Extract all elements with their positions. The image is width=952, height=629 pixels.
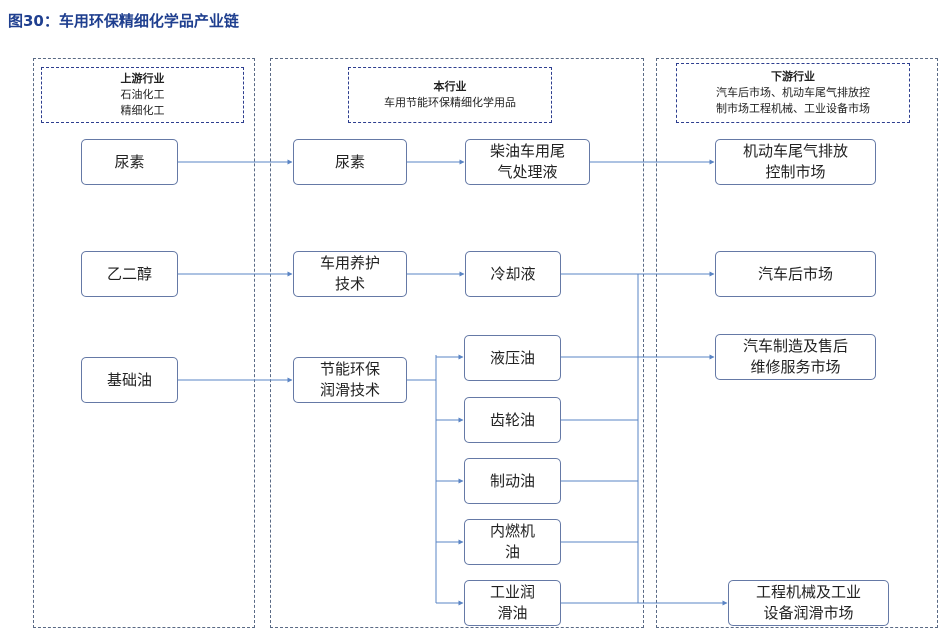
node-urea: 尿素 bbox=[293, 139, 407, 185]
upstream-column bbox=[33, 58, 255, 628]
upstream-heading: 上游行业 bbox=[120, 72, 165, 85]
industry-header: 本行业 车用节能环保精细化学用品 bbox=[348, 67, 552, 123]
node-base-oil: 基础油 bbox=[81, 357, 178, 403]
node-engine-oil: 内燃机 油 bbox=[464, 519, 561, 565]
downstream-heading: 下游行业 bbox=[771, 70, 815, 83]
node-glycol: 乙二醇 bbox=[81, 251, 178, 297]
industry-line: 车用节能环保精细化学用品 bbox=[384, 96, 516, 109]
node-urea-raw: 尿素 bbox=[81, 139, 178, 185]
node-lubrication-tech: 节能环保 润滑技术 bbox=[293, 357, 407, 403]
downstream-line: 汽车后市场、机动车尾气排放控 bbox=[716, 86, 870, 99]
node-emission-control-market: 机动车尾气排放 控制市场 bbox=[715, 139, 876, 185]
node-auto-aftermarket: 汽车后市场 bbox=[715, 251, 876, 297]
node-industrial-lubricant: 工业润 滑油 bbox=[464, 580, 561, 626]
downstream-line: 制市场工程机械、工业设备市场 bbox=[716, 102, 870, 115]
node-gear-oil: 齿轮油 bbox=[464, 397, 561, 443]
upstream-line: 精细化工 bbox=[120, 104, 165, 117]
node-machinery-lubrication-market: 工程机械及工业 设备润滑市场 bbox=[728, 580, 889, 626]
node-auto-oem-service-market: 汽车制造及售后 维修服务市场 bbox=[715, 334, 876, 380]
node-coolant: 冷却液 bbox=[465, 251, 561, 297]
upstream-header: 上游行业 石油化工 精细化工 bbox=[41, 67, 244, 123]
node-maintenance-tech: 车用养护 技术 bbox=[293, 251, 407, 297]
industry-column bbox=[270, 58, 644, 628]
node-hydraulic-oil: 液压油 bbox=[464, 335, 561, 381]
upstream-line: 石油化工 bbox=[120, 88, 165, 101]
downstream-column bbox=[656, 58, 938, 628]
node-diesel-exhaust-fluid: 柴油车用尾 气处理液 bbox=[465, 139, 590, 185]
figure-title: 图30：车用环保精细化学品产业链 bbox=[8, 12, 239, 30]
downstream-header: 下游行业 汽车后市场、机动车尾气排放控 制市场工程机械、工业设备市场 bbox=[676, 63, 910, 123]
node-brake-fluid: 制动油 bbox=[464, 458, 561, 504]
industry-heading: 本行业 bbox=[433, 80, 467, 93]
